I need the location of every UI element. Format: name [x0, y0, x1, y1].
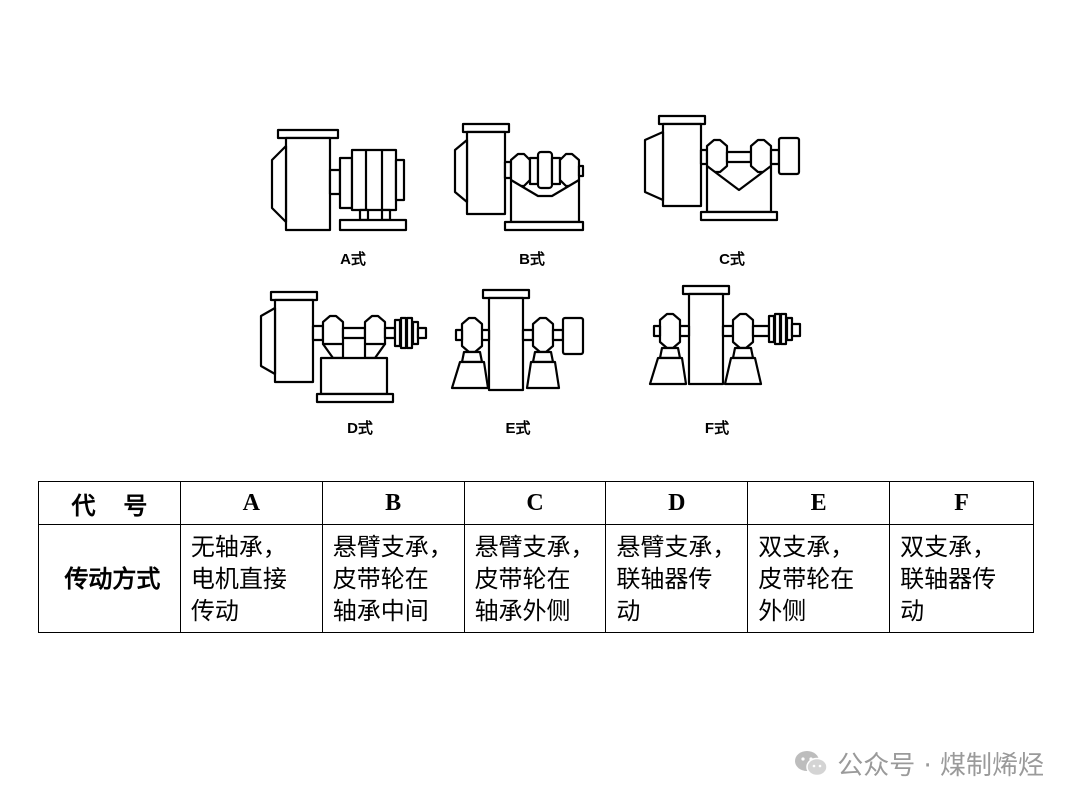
- fan-type-d: [259, 290, 428, 404]
- fan-type-a: [270, 128, 408, 232]
- description-cell-e: 双支承， 皮带轮在 外侧: [747, 524, 891, 633]
- drive-mode-header-cell: 传动方式: [38, 524, 181, 633]
- code-cell-f: F: [889, 481, 1034, 525]
- figure-label-d: D式: [347, 420, 373, 437]
- fan-type-b: [453, 122, 585, 232]
- figure-label-f: F式: [704, 420, 730, 437]
- fan-type-f: [648, 284, 802, 386]
- drive-mode-table: 代号 A B C D E F 传动方式 无轴承， 电机直接 传动 悬臂支承， 皮…: [38, 481, 1034, 633]
- description-cell-b: 悬臂支承， 皮带轮在 轴承中间: [321, 524, 465, 633]
- figure-label-e: E式: [505, 420, 531, 437]
- code-header-cell: 代号: [38, 481, 181, 525]
- fan-type-e: [450, 288, 585, 392]
- fan-type-c: [643, 114, 801, 222]
- figure-label-c: C式: [719, 251, 745, 268]
- wechat-icon: [795, 750, 828, 776]
- watermark: 公众号 · 煤制烯烃: [793, 745, 1044, 782]
- table-body-row: 传动方式 无轴承， 电机直接 传动 悬臂支承， 皮带轮在 轴承中间 悬臂支承， …: [38, 524, 1034, 633]
- code-cell-a: A: [179, 481, 323, 525]
- fan-drive-diagram: [259, 114, 802, 404]
- code-cell-d: D: [605, 481, 749, 525]
- description-cell-a: 无轴承， 电机直接 传动: [179, 524, 323, 633]
- table-header-row: 代号 A B C D E F: [38, 481, 1034, 525]
- description-cell-d: 悬臂支承， 联轴器传 动: [605, 524, 749, 633]
- description-cell-f: 双支承， 联轴器传 动: [889, 524, 1034, 633]
- watermark-text: 公众号 · 煤制烯烃: [837, 751, 1044, 781]
- figure-label-b: B式: [519, 251, 545, 268]
- code-cell-c: C: [463, 481, 607, 525]
- description-cell-c: 悬臂支承， 皮带轮在 轴承外侧: [463, 524, 607, 633]
- figure-label-a: A式: [340, 251, 366, 268]
- code-cell-b: B: [321, 481, 465, 525]
- code-cell-e: E: [747, 481, 891, 525]
